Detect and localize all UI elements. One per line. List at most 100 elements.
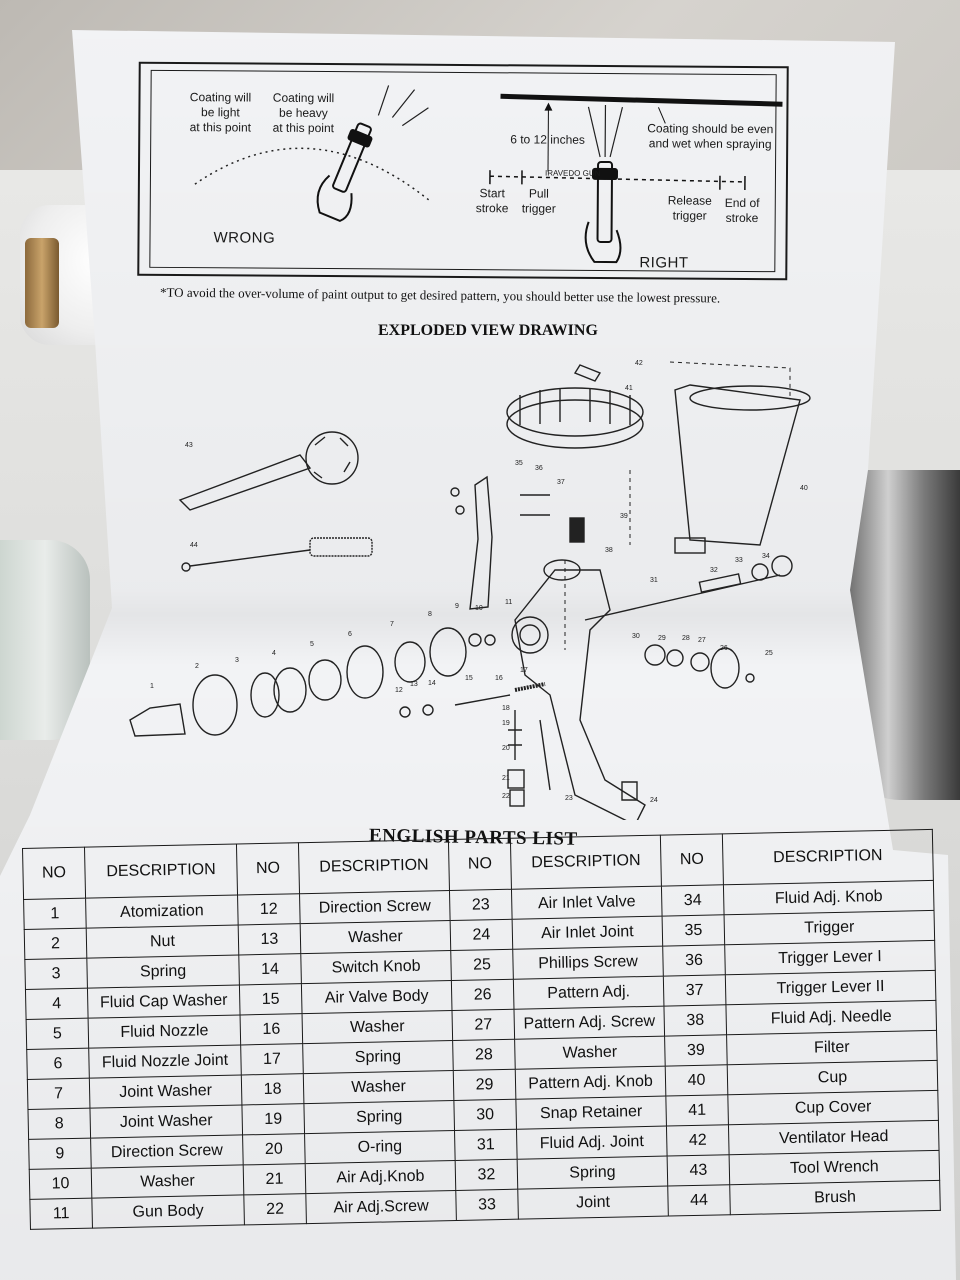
part-number-cell: 43	[667, 1154, 730, 1187]
callout-number: 21	[502, 775, 510, 782]
part-number-cell: 2	[24, 928, 87, 960]
part-description-cell: Spring	[517, 1156, 668, 1190]
gun-body-shape	[514, 569, 646, 820]
part-number-cell: 4	[25, 988, 89, 1020]
label-coating-even: Coating should be even and wet when spra…	[647, 121, 774, 152]
callout-number: 8	[428, 611, 432, 618]
part-number-cell: 13	[238, 923, 301, 955]
label-release-trigger: Release trigger	[667, 193, 712, 223]
wrong-spray-lines	[377, 85, 429, 127]
parts-header-cell: NO	[448, 838, 512, 891]
callout-number: 18	[502, 705, 510, 712]
parts-header-cell: DESCRIPTION	[84, 844, 238, 899]
part-number-cell: 38	[663, 1004, 727, 1037]
callout-number: 12	[395, 687, 403, 694]
callout-number: 43	[185, 442, 193, 449]
parts-header-cell: DESCRIPTION	[298, 839, 450, 894]
part-description-cell: Phillips Screw	[512, 946, 664, 980]
callout-number: 15	[465, 675, 473, 682]
part-description-cell: Washer	[302, 1010, 453, 1044]
label-wrong: WRONG	[213, 229, 276, 247]
part-description-cell: Filter	[726, 1030, 938, 1065]
callout-number: 5	[310, 641, 314, 648]
part-number-cell: 9	[28, 1138, 92, 1170]
part-description-cell: Trigger Lever II	[725, 970, 936, 1005]
part-number-cell: 6	[26, 1048, 90, 1080]
part-description-cell: Air Inlet Joint	[512, 916, 663, 950]
callout-number: 25	[765, 650, 773, 657]
wrong-gun-icon	[316, 122, 373, 222]
part-description-cell: Fluid Cap Washer	[87, 984, 241, 1019]
part-description-cell: Air Inlet Valve	[511, 886, 663, 920]
part-number-cell: 27	[451, 1009, 515, 1041]
part-number-cell: 37	[663, 974, 726, 1007]
part-description-cell: Fluid Adj. Joint	[516, 1126, 668, 1160]
callout-number: 7	[390, 621, 394, 628]
filter-shape	[569, 517, 585, 543]
callout-number: 29	[658, 635, 666, 642]
part-description-cell: Washer	[300, 920, 451, 954]
part-number-cell: 23	[449, 889, 513, 921]
exploded-view-title: EXPLODED VIEW DRAWING	[378, 322, 598, 339]
part-description-cell: Washer	[514, 1036, 666, 1070]
callout-number: 32	[710, 567, 718, 574]
callout-number: 28	[682, 635, 690, 642]
tool-wrench-shape	[178, 454, 312, 511]
callout-number: 10	[475, 605, 483, 612]
part-description-cell: Washer	[91, 1164, 244, 1199]
part-description-cell: Nut	[86, 924, 239, 959]
callout-number: 37	[557, 479, 565, 486]
part-description-cell: Washer	[303, 1070, 454, 1104]
part-number-cell: 28	[452, 1039, 516, 1071]
part-description-cell: Tool Wrench	[729, 1150, 940, 1185]
part-description-cell: Direction Screw	[299, 890, 451, 924]
right-gun-icon	[584, 160, 622, 264]
label-distance: 6 to 12 inches	[510, 132, 585, 147]
parts-header-cell: NO	[22, 847, 86, 900]
callout-number: 4	[272, 650, 276, 657]
callout-number: 9	[455, 603, 459, 610]
label-right: RIGHT	[639, 254, 689, 272]
part-number-cell: 30	[453, 1099, 517, 1131]
part-number-cell: 29	[453, 1069, 516, 1101]
part-description-cell: Fluid Nozzle Joint	[88, 1044, 242, 1079]
part-number-cell: 26	[451, 979, 514, 1011]
spray-technique-box: Coating will be light at this point Coat…	[137, 61, 789, 281]
part-description-cell: Air Valve Body	[301, 980, 452, 1014]
label-pull-trigger: Pull trigger	[521, 186, 556, 216]
part-number-cell: 17	[240, 1043, 304, 1075]
trigger-shape	[469, 475, 493, 610]
part-description-cell: Trigger	[724, 910, 935, 945]
part-number-cell: 36	[662, 944, 726, 977]
part-description-cell: Brush	[729, 1180, 941, 1215]
part-description-cell: Pattern Adj. Screw	[513, 1006, 665, 1040]
callout-number: 34	[762, 553, 770, 560]
part-number-cell: 15	[239, 983, 303, 1015]
part-number-cell: 20	[242, 1133, 306, 1165]
part-number-cell: 41	[665, 1094, 729, 1127]
part-number-cell: 39	[664, 1034, 728, 1067]
callout-number: 33	[735, 557, 743, 564]
part-description-cell: Spring	[302, 1040, 454, 1074]
callout-number: 42	[635, 360, 643, 367]
part-description-cell: Trigger Lever I	[724, 940, 936, 975]
label-coating-heavy: Coating will be heavy at this point	[272, 90, 335, 136]
part-description-cell: Cup	[727, 1060, 938, 1095]
callout-number: 39	[620, 513, 628, 520]
part-number-cell: 35	[662, 914, 725, 947]
part-number-cell: 34	[661, 884, 725, 917]
callout-number: 40	[800, 485, 808, 492]
parts-header-cell: NO	[236, 842, 300, 895]
part-number-cell: 12	[237, 893, 301, 925]
part-number-cell: 1	[23, 898, 87, 930]
callout-number: 11	[505, 599, 512, 606]
callout-number: 13	[410, 681, 418, 688]
callout-number: 6	[348, 631, 352, 638]
part-number-cell: 24	[450, 919, 513, 951]
callout-number: 41	[625, 385, 633, 392]
part-number-cell: 25	[450, 949, 514, 981]
parts-header-cell: DESCRIPTION	[510, 835, 662, 890]
callout-number: 1	[150, 683, 154, 690]
cup-cover-shape	[506, 387, 644, 437]
